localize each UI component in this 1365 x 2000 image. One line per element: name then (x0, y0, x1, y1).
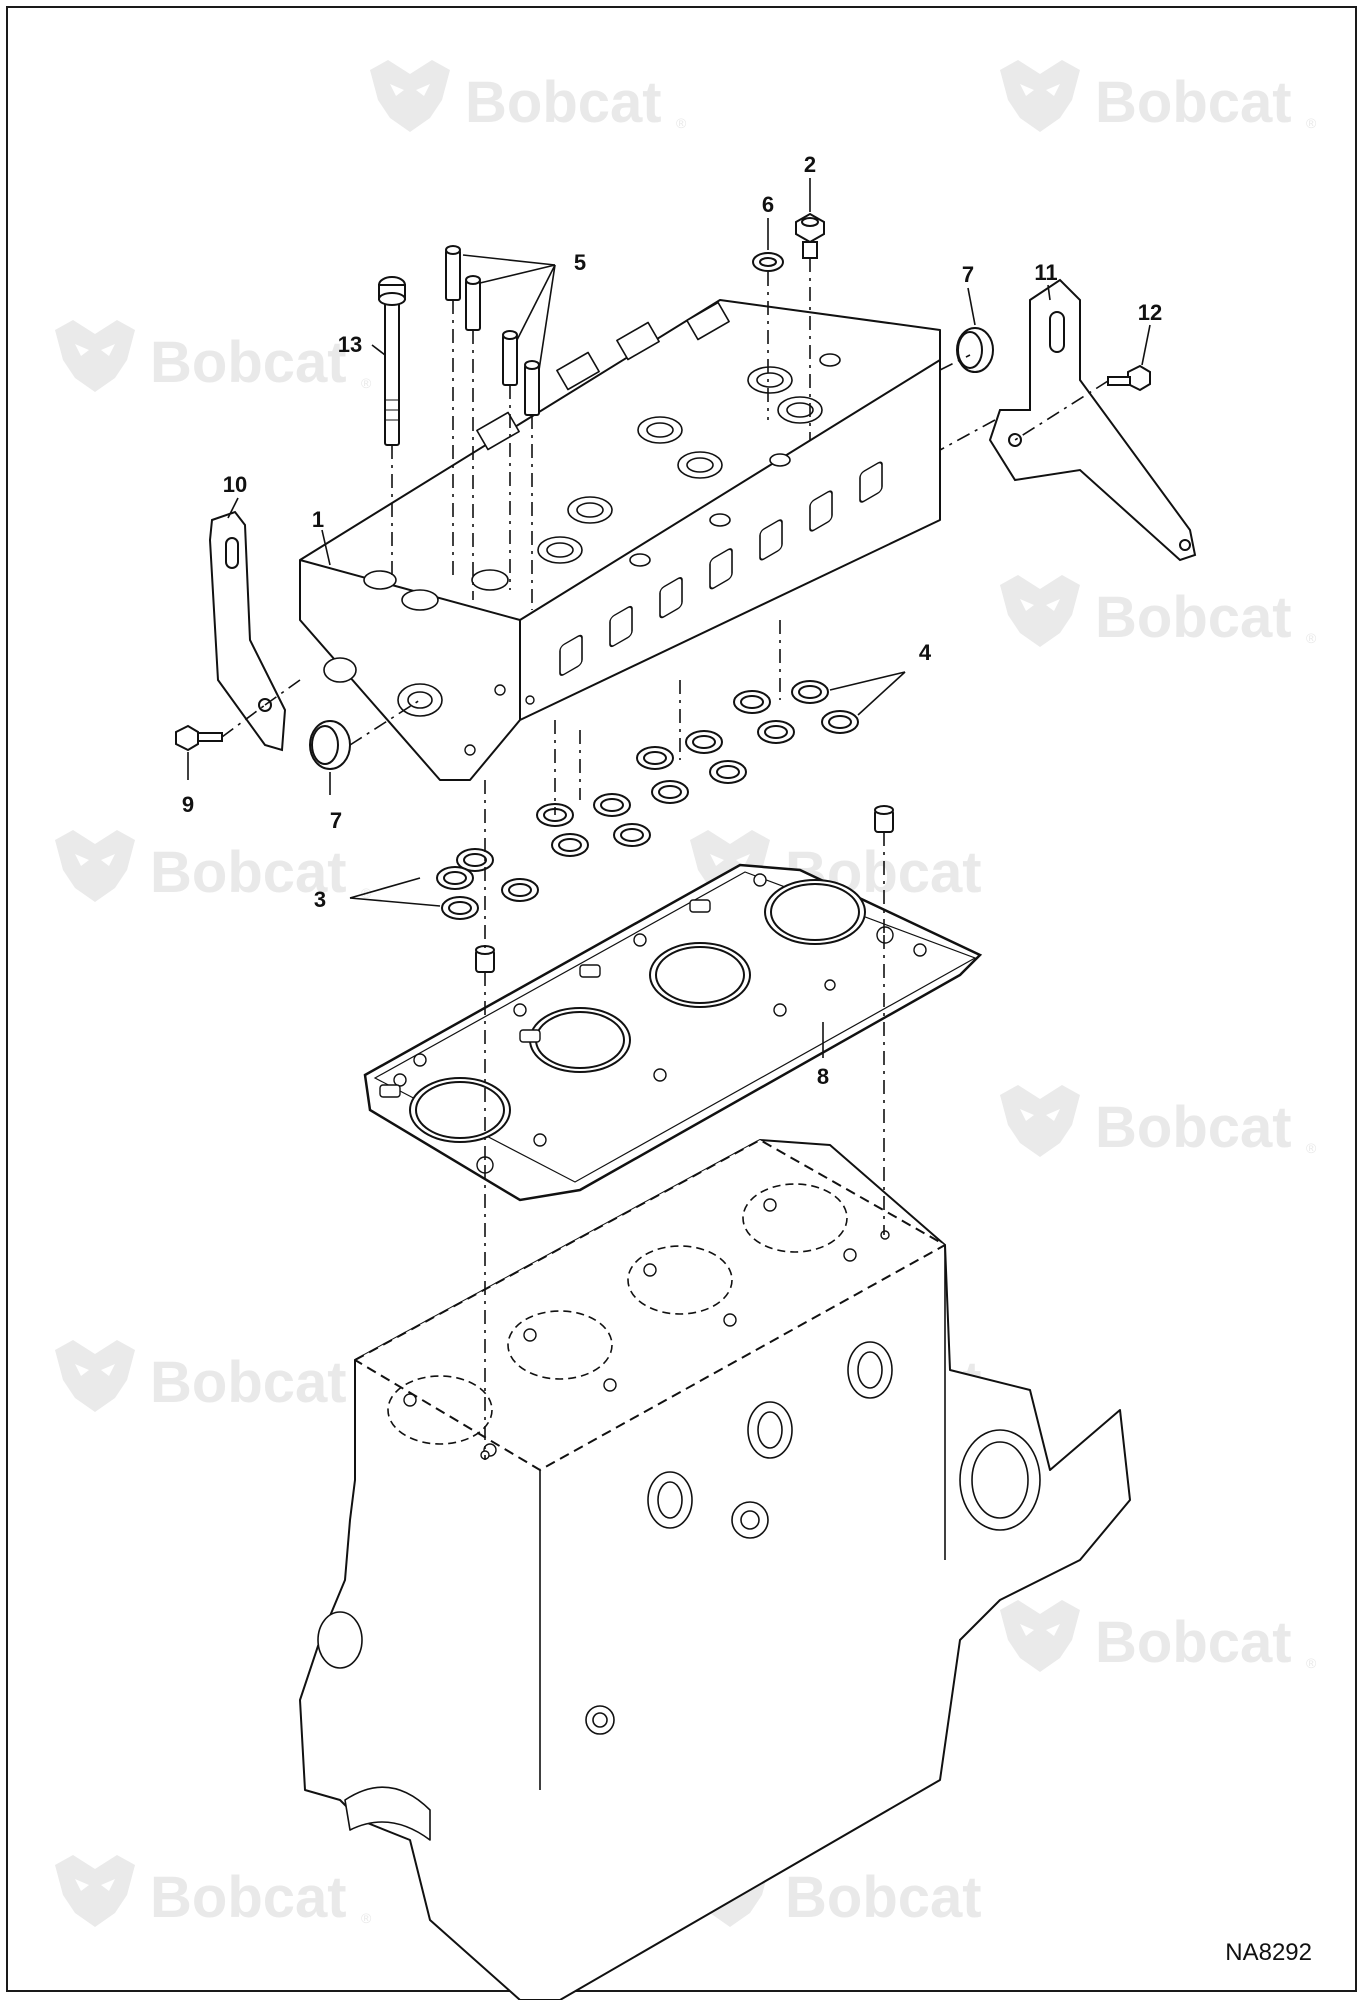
lifting-bracket-rear (988, 278, 1197, 562)
watermark-text: Bobcat (1095, 1610, 1292, 1675)
callout-4: 4 (919, 640, 932, 665)
callout-12: 12 (1138, 300, 1162, 325)
head-gasket (363, 863, 983, 1202)
watermark-logo (1000, 575, 1080, 647)
watermark-text: Bobcat (150, 1865, 347, 1930)
head-bolt (378, 276, 406, 446)
watermark-logo (370, 60, 450, 132)
watermark-logo (55, 1340, 135, 1412)
watermark-text: Bobcat (150, 840, 347, 905)
callout-9: 9 (182, 792, 194, 817)
plug (795, 212, 825, 259)
watermark-reg: ® (1306, 1140, 1317, 1156)
bolt-12 (1107, 364, 1151, 392)
bolt-9 (175, 724, 223, 752)
watermark-reg: ® (361, 1910, 372, 1926)
watermark-reg: ® (1306, 115, 1317, 131)
callout-3: 3 (314, 887, 326, 912)
watermark-text: Bobcat (465, 70, 662, 135)
leader-lines (187, 178, 1151, 1058)
lifting-bracket-front (208, 510, 287, 752)
callout-2: 2 (804, 152, 816, 177)
valve-stem-seals (436, 680, 859, 920)
engine-block (299, 1139, 1131, 2000)
cap-plug-rear (956, 327, 994, 373)
callout-5: 5 (574, 250, 586, 275)
cap-plug-front (309, 720, 351, 770)
watermark-text: Bobcat (1095, 1095, 1292, 1160)
figure-reference: NA8292 (1225, 1939, 1312, 1966)
watermark-text: Bobcat (1095, 70, 1292, 135)
watermark-logo (1000, 1085, 1080, 1157)
watermark-text: Bobcat (1095, 585, 1292, 650)
washer (752, 252, 784, 272)
watermark-logo (1000, 1600, 1080, 1672)
callout-7-front: 7 (330, 808, 342, 833)
watermark-logo (1000, 60, 1080, 132)
callout-6: 6 (762, 192, 774, 217)
watermark-logo (55, 830, 135, 902)
watermark-text: Bobcat (150, 1350, 347, 1415)
callout-8: 8 (817, 1064, 829, 1089)
watermark-text: Bobcat (150, 330, 347, 395)
callout-10: 10 (223, 472, 247, 497)
watermark-logo (55, 1855, 135, 1927)
watermark-reg: ® (1306, 1655, 1317, 1671)
callout-11: 11 (1034, 260, 1057, 285)
callout-13: 13 (338, 332, 362, 357)
watermark-logo (55, 320, 135, 392)
watermark-reg: ® (676, 115, 687, 131)
watermark-text: Bobcat (785, 1865, 982, 1930)
watermark-reg: ® (361, 375, 372, 391)
watermark-reg: ® (1306, 630, 1317, 646)
callout-1: 1 (312, 507, 324, 532)
assembly-lines (221, 258, 1109, 1460)
callouts: 1 2 3 4 5 6 7 7 8 9 10 11 12 13 (182, 152, 1162, 1089)
valve-guides (445, 245, 540, 416)
callout-7-rear: 7 (962, 262, 974, 287)
